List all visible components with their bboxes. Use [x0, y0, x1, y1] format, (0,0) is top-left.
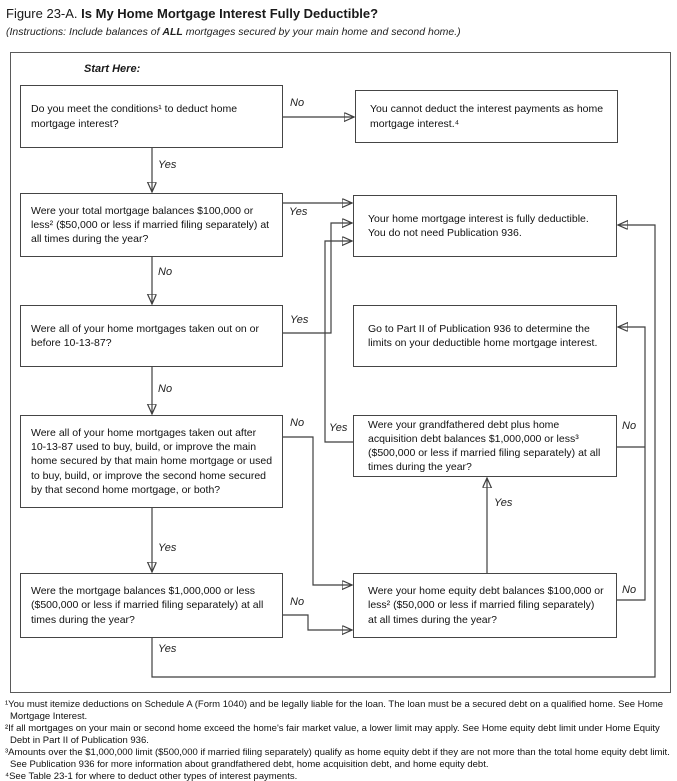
connector-label-no: No — [622, 584, 637, 596]
box-start-question-text: Do you meet the conditions¹ to deduct ho… — [31, 103, 238, 130]
connector-yes-to-fully-deductible-2 — [283, 223, 352, 334]
box-cannot-deduct: You cannot deduct the interest payments … — [355, 90, 618, 143]
connector-label-no: No — [158, 266, 173, 278]
connector-label-no: No — [290, 97, 305, 109]
connector-no-to-part2 — [617, 327, 646, 601]
box-total-balances-100k-text: Were your total mortgage balances $100,0… — [31, 204, 270, 246]
connector-label-yes: Yes — [290, 314, 309, 326]
connector-label-yes: Yes — [158, 542, 177, 554]
connector-yes-bottom-to-fully-deductible — [151, 225, 656, 678]
connector-label-no: No — [290, 417, 305, 429]
figure-title-text: Is My Home Mortgage Interest Fully Deduc… — [81, 6, 379, 21]
flowchart-border — [10, 52, 671, 693]
box-home-equity-100k-text: Were your home equity debt balances $100… — [368, 585, 604, 626]
connector-label-yes: Yes — [494, 497, 513, 509]
box-grandfathered-debt-text: Were your grandfathered debt plus home a… — [368, 418, 601, 474]
box-cannot-deduct-text: You cannot deduct the interest payments … — [370, 103, 604, 130]
footnote-1: ¹You must itemize deductions on Schedule… — [5, 699, 664, 722]
box-go-part2-text: Go to Part II of Publication 936 to dete… — [368, 322, 598, 349]
connector-label-no: No — [158, 383, 173, 395]
box-fully-deductible: Your home mortgage interest is fully ded… — [353, 195, 617, 257]
connector-label-no: No — [622, 420, 637, 432]
box-before-101387-text: Were all of your home mortgages taken ou… — [31, 322, 260, 349]
figure-title: Figure 23-A. Is My Home Mortgage Interes… — [6, 6, 378, 21]
connector-label-no: No — [290, 596, 305, 608]
connector-label-yes: Yes — [289, 206, 308, 218]
instructions-post: mortgages secured by your main home and … — [182, 26, 461, 38]
box-fully-deductible-text: Your home mortgage interest is fully ded… — [368, 212, 589, 239]
connector-label-yes: Yes — [329, 422, 348, 434]
footnote-3: ³Amounts over the $1,000,000 limit ($500… — [5, 747, 670, 770]
box-start-question: Do you meet the conditions¹ to deduct ho… — [20, 85, 283, 148]
footnotes: ¹You must itemize deductions on Schedule… — [5, 699, 673, 781]
connector-no-jog-to-home-equity — [283, 614, 352, 630]
instructions-pre: (Instructions: Include balances of — [6, 26, 163, 38]
connector-label-yes: Yes — [158, 643, 177, 655]
connector-no-to-home-equity — [283, 436, 352, 585]
connector-label-yes: Yes — [158, 159, 177, 171]
figure-number: Figure 23-A. — [6, 6, 78, 21]
box-after-101387-use: Were all of your home mortgages taken ou… — [20, 415, 283, 508]
box-home-equity-100k: Were your home equity debt balances $100… — [353, 573, 617, 638]
box-after-101387-use-text: Were all of your home mortgages taken ou… — [31, 427, 273, 496]
footnote-2: ²If all mortgages on your main or second… — [5, 723, 660, 746]
instructions-line: (Instructions: Include balances of ALL m… — [6, 26, 461, 38]
connector-grandfathered-yes-to-fully-deductible — [324, 241, 353, 443]
box-go-part2: Go to Part II of Publication 936 to dete… — [353, 305, 617, 367]
instructions-emphasis: ALL — [162, 26, 183, 38]
box-grandfathered-debt: Were your grandfathered debt plus home a… — [353, 415, 617, 477]
box-balances-1m-text: Were the mortgage balances $1,000,000 or… — [31, 585, 264, 626]
box-balances-1m: Were the mortgage balances $1,000,000 or… — [20, 573, 283, 638]
box-before-101387: Were all of your home mortgages taken ou… — [20, 305, 283, 367]
start-here-label: Start Here: — [84, 63, 141, 75]
footnote-4: ⁴See Table 23-1 for where to deduct othe… — [5, 771, 298, 781]
box-total-balances-100k: Were your total mortgage balances $100,0… — [20, 193, 283, 257]
